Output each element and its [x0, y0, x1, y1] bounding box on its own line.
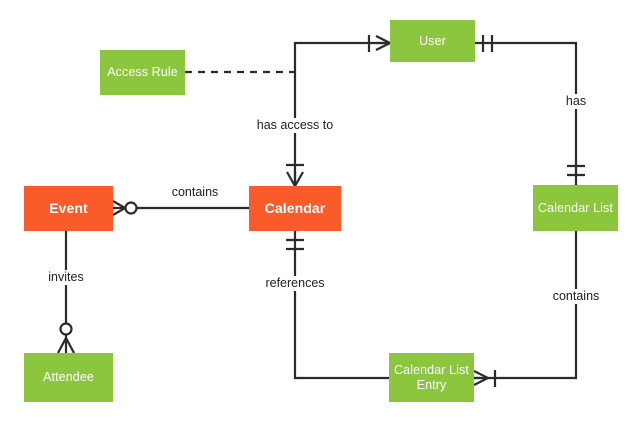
entity-attendee-label: Attendee: [43, 370, 94, 384]
entity-attendee[interactable]: Attendee: [24, 353, 113, 402]
marker-crowsfoot-calendar-top: [286, 171, 304, 187]
entity-calendar-list-label: Calendar List: [538, 200, 613, 215]
marker-double-bar-calendar-list-top: [567, 164, 585, 177]
marker-zero-circle-event: [124, 201, 138, 215]
entity-user-label: User: [419, 33, 446, 48]
entity-calendar-list-entry[interactable]: Calendar List Entry: [389, 353, 474, 402]
entity-event-label: Event: [49, 200, 88, 216]
connector-user-has-calendar-list: [475, 41, 578, 185]
marker-double-bar-calendar-bottom: [286, 238, 304, 251]
edge-label-calendar-references-entry: references: [262, 276, 328, 291]
connector-calendar-references-entry: [293, 252, 389, 380]
entity-event[interactable]: Event: [24, 186, 113, 231]
entity-calendar-list[interactable]: Calendar List: [533, 185, 618, 231]
entity-calendar-list-entry-label-line1: Calendar List: [394, 362, 469, 377]
marker-double-bar-user-right: [481, 35, 494, 52]
marker-crowsfoot-event: [112, 200, 126, 216]
entity-user[interactable]: User: [390, 20, 475, 62]
edge-label-calendar-list-contains-entry: contains: [549, 289, 603, 304]
entity-access-rule[interactable]: Access Rule: [100, 50, 185, 95]
edge-label-user-has-calendar-list: has: [562, 94, 590, 109]
edge-label-has-access-to: has access to: [253, 118, 337, 133]
edge-label-contains-event-calendar: contains: [168, 185, 222, 200]
connector-has-access-to: [293, 41, 390, 186]
entity-calendar-list-entry-label: Calendar List Entry: [394, 363, 469, 393]
entity-calendar[interactable]: Calendar: [249, 186, 341, 231]
marker-crowsfoot-attendee: [57, 337, 75, 354]
entity-calendar-label: Calendar: [264, 200, 326, 216]
marker-crowsfoot-user-left: [375, 35, 391, 51]
marker-zero-circle-attendee: [59, 322, 73, 336]
marker-crowsfoot-entry-right: [473, 370, 489, 386]
entity-access-rule-label: Access Rule: [107, 65, 178, 79]
connector-calendar-list-contains-entry: [474, 231, 578, 380]
entity-calendar-list-entry-label-line2: Entry: [416, 377, 447, 392]
edge-label-event-invites-attendee: invites: [45, 270, 87, 285]
